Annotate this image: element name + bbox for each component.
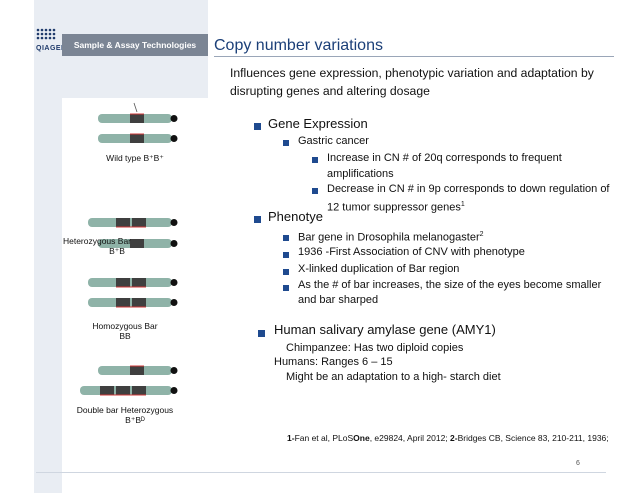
label-homozygous-genotype: BB: [119, 331, 131, 341]
bullet-square-icon: [283, 235, 289, 241]
bullet-eyes: As the # of bar increases, the size of t…: [298, 279, 602, 306]
chromosome-double-bar-2: [80, 386, 178, 396]
text-adaptation: Might be an adaptation to a high- starch…: [286, 371, 501, 383]
label-homozygous-bar: Homozygous Bar: [92, 321, 158, 331]
chromosome-wild-type-1: [98, 113, 178, 123]
chromosome-heterozygous-2: [98, 239, 178, 248]
label-double-bar: Double bar Heterozygous: [76, 405, 174, 415]
bullet-square-icon: [254, 123, 261, 130]
chromosome-double-bar-1: [98, 365, 178, 375]
ref-number-1: 1-: [287, 433, 295, 443]
bullet-first-association: 1936 -First Association of CNV with phen…: [298, 246, 525, 258]
chromosome-homozygous-2: [88, 298, 178, 308]
label-double-bar-genotype: B⁺Bᴰ: [125, 415, 145, 425]
bullet-bar-gene: Bar gene in Drosophila melanogaster2: [298, 228, 484, 245]
citation-superscript: 2: [479, 231, 484, 238]
bullet-square-icon: [312, 188, 318, 194]
pointer-line: [133, 102, 138, 113]
bullet-gastric-cancer: Gastric cancer: [298, 135, 369, 147]
bullet-xlinked: X-linked duplication of Bar region: [298, 263, 460, 275]
ref-number-2: 2-: [450, 433, 458, 443]
ref-text-1-tail: , e29824, April 2012;: [369, 433, 451, 443]
citation-superscript: 1: [460, 201, 465, 208]
chromosome-heterozygous-1: [88, 218, 178, 228]
chromosome-homozygous-1: [88, 278, 178, 288]
text-humans: Humans: Ranges 6 – 15: [274, 356, 393, 368]
label-heterozygous-bar: Heterozygous Bar: [62, 236, 132, 246]
title-divider: [214, 56, 614, 57]
bullet-increase: Increase in CN # of 20q corresponds to f…: [327, 152, 562, 180]
bullet-decrease: Decrease in CN # in 9p corresponds to do…: [327, 181, 617, 216]
logo-text: QIAGEN: [36, 45, 67, 52]
label-wild-type: Wild type B⁺B⁺: [106, 153, 164, 163]
footer-divider: [36, 472, 606, 473]
bullet-square-icon: [283, 269, 289, 275]
slide-title: Copy number variations: [214, 37, 383, 54]
bullet-amylase: Human salivary amylase gene (AMY1): [274, 322, 496, 337]
label-heterozygous-genotype: B⁺B: [109, 246, 125, 256]
bullet-square-icon: [254, 216, 261, 223]
ref-text-1: Fan et al, PLoS: [294, 433, 354, 443]
bullet-decrease-text: Decrease in CN # in 9p corresponds to do…: [327, 183, 610, 214]
reference-line: 1-Fan et al, PLoSOne, e29824, April 2012…: [287, 433, 609, 443]
brand-bar: [62, 34, 208, 56]
bullet-square-icon: [312, 157, 318, 163]
page-number: 6: [576, 460, 580, 467]
figure-panel: [62, 98, 208, 493]
ref-text-2: Bridges CB, Science 83, 210-211, 1936;: [457, 433, 609, 443]
bullet-phenotye: Phenotye: [268, 209, 323, 224]
bullet-square-icon: [283, 252, 289, 258]
chromosome-wild-type-2: [98, 133, 178, 143]
intro-text: Influences gene expression, phenotypic v…: [230, 66, 594, 98]
ref-text-1-bold: One: [353, 433, 370, 443]
bullet-square-icon: [283, 140, 289, 146]
bullet-square-icon: [258, 330, 265, 337]
text-chimpanzee: Chimpanzee: Has two diploid copies: [286, 342, 464, 354]
qiagen-logo-icon: [36, 28, 56, 40]
chromosome-diagram: [80, 102, 178, 396]
bullet-bar-gene-text: Bar gene in Drosophila melanogaster: [298, 231, 480, 244]
bullet-square-icon: [283, 285, 289, 291]
bullet-gene-expression: Gene Expression: [268, 116, 368, 131]
brand-name: Sample & Assay Technologies: [73, 40, 197, 50]
